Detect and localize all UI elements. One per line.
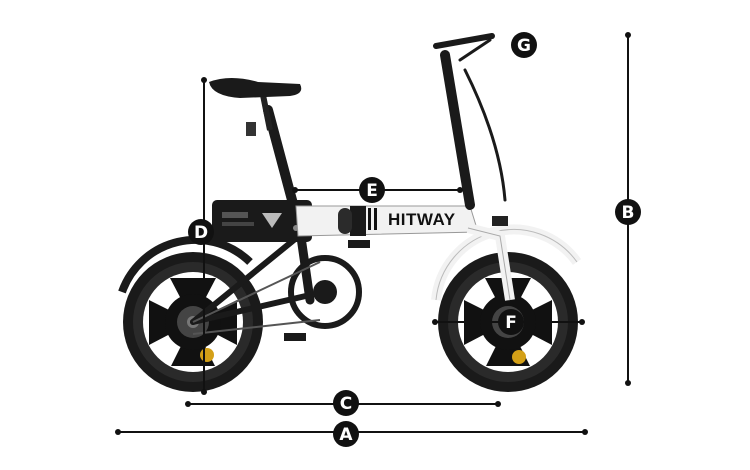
badge-g: G xyxy=(511,32,537,58)
svg-text:D: D xyxy=(194,223,208,243)
pedal-top xyxy=(348,240,370,248)
badge-e: E xyxy=(359,177,385,203)
rear-fender xyxy=(118,235,253,294)
svg-text:F: F xyxy=(505,313,517,333)
chainring xyxy=(288,255,362,329)
headlight xyxy=(492,216,508,226)
folding-hinge xyxy=(338,208,352,234)
seat-clamp xyxy=(246,122,256,136)
badge-b: B xyxy=(615,199,641,225)
saddle xyxy=(209,78,302,98)
badge-a: A xyxy=(333,421,359,447)
svg-text:G: G xyxy=(517,36,531,56)
rear-reflector xyxy=(200,348,214,362)
pedal-bottom xyxy=(284,333,306,341)
brand-logo: HITWAY xyxy=(388,210,456,229)
front-reflector xyxy=(512,350,526,364)
battery-pack xyxy=(212,200,312,242)
svg-text:C: C xyxy=(340,394,352,414)
svg-text:B: B xyxy=(622,203,635,223)
badge-d: D xyxy=(188,219,214,245)
handlebar-stem xyxy=(433,33,507,210)
svg-text:A: A xyxy=(339,425,353,445)
chain xyxy=(192,261,321,323)
badge-f: F xyxy=(498,309,524,335)
svg-text:E: E xyxy=(366,181,378,201)
badge-c: C xyxy=(333,390,359,416)
